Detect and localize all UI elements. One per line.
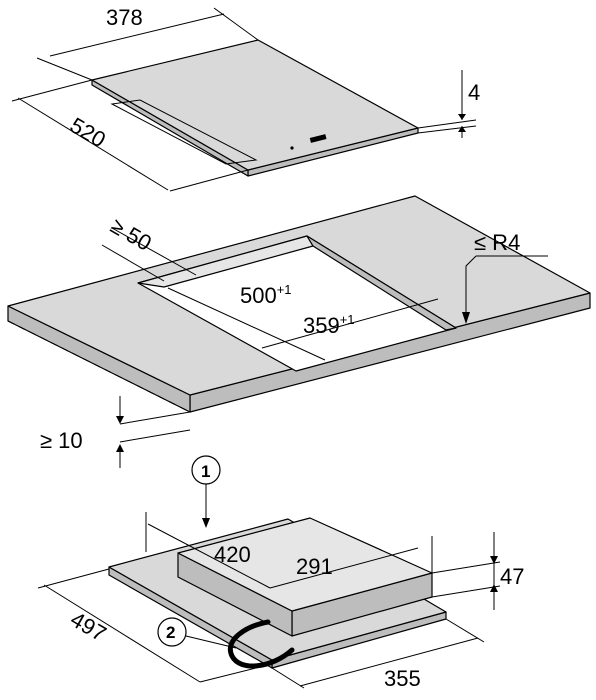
cutout-width-label: 359+1 [303, 312, 355, 338]
cooktop-width-label: 378 [106, 5, 143, 30]
connection-cable [227, 619, 295, 669]
housing-depth-label: 497 [66, 606, 110, 646]
housing-width-label: 355 [384, 666, 421, 691]
housing-drawing [108, 517, 447, 669]
cooktop-depth-label: 520 [66, 112, 110, 152]
callout-2-circle [157, 617, 187, 647]
width-dimension-line [49, 13, 225, 57]
cooktop-thickness-label: 4 [468, 80, 480, 105]
housing-height-label: 47 [500, 564, 524, 589]
housing-dimensions: 1 2 420 291 47 497 355 [37, 455, 524, 691]
callout-1-label: 1 [201, 462, 210, 481]
housing-top-width-label: 291 [296, 554, 333, 579]
callout-2-label: 2 [166, 623, 175, 642]
sensor-dot [290, 146, 294, 150]
min-worktop-label: ≥ 10 [40, 428, 83, 453]
depth-dimension-line [17, 97, 169, 191]
cutout-depth-label: 500+1 [240, 282, 292, 308]
cutout-dimensions: ≥ 50 500+1 359+1 ≤ R4 ≥ 10 [7, 213, 548, 468]
control-panel-mark [309, 134, 327, 143]
min-front-label: ≥ 50 [106, 213, 155, 256]
worktop-drawing [7, 195, 591, 413]
cooktop-underside [110, 99, 258, 165]
housing-top-depth-label: 420 [214, 542, 251, 567]
corner-radius-label: ≤ R4 [474, 230, 520, 255]
housing-width-line [299, 637, 479, 687]
housing-depth-line [43, 584, 201, 683]
cutout-depth-line [167, 287, 326, 361]
cooktop-dimensions: 378 520 4 [11, 5, 480, 192]
cooktop-glass-top [91, 39, 419, 171]
housing-top-depth-line [147, 523, 271, 589]
housing-top-width-line [269, 547, 419, 589]
cooktop-drawing [91, 39, 419, 177]
cutout-side-wall [306, 235, 457, 331]
cutout-width-line [261, 298, 439, 349]
